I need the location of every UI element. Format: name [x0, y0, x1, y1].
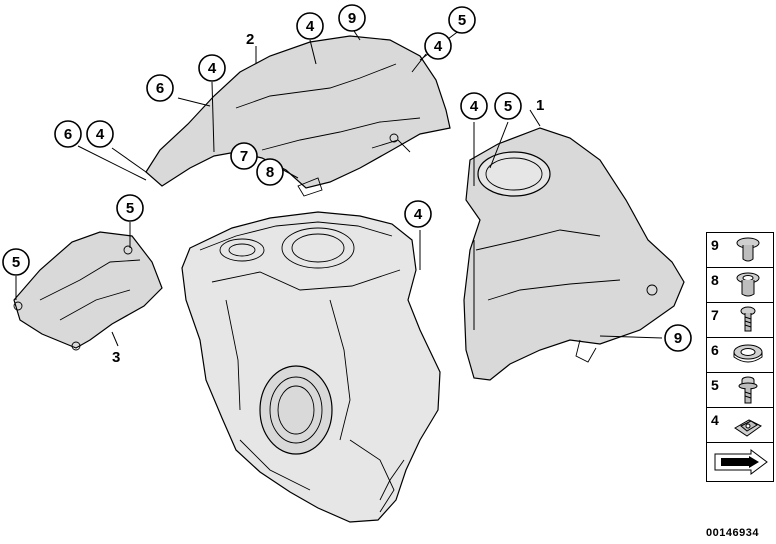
legend-row-8: 8: [706, 267, 774, 303]
legend-row-9: 9: [706, 232, 774, 268]
callout-9-top: 9: [338, 4, 366, 32]
legend-row-6: 6: [706, 337, 774, 373]
callout-6-upper: 6: [146, 74, 174, 102]
arrow-icon: [711, 448, 771, 481]
legend-number: 7: [711, 307, 719, 323]
svg-text:9: 9: [674, 330, 682, 347]
legend-number: 8: [711, 272, 719, 288]
callout-5-top-right: 5: [448, 6, 476, 34]
side-trim-panel-1: [463, 127, 685, 381]
svg-text:9: 9: [348, 10, 356, 27]
svg-text:4: 4: [306, 18, 315, 35]
callout-4-upper: 4: [198, 54, 226, 82]
svg-text:4: 4: [434, 38, 443, 55]
grommet-sleeve-icon: [731, 270, 765, 305]
callout-5-panel-3-left: 5: [2, 248, 30, 276]
callouts: 2 9 4 5 4 6 4 6 4 7 8 4 5 1 5 5 4 3 9: [2, 4, 692, 366]
callout-4-mid-right: 4: [460, 92, 488, 120]
svg-text:6: 6: [156, 80, 164, 97]
legend-number: 9: [711, 237, 719, 253]
callout-9-right: 9: [664, 324, 692, 352]
callout-5-panel-3-top: 5: [116, 194, 144, 222]
callout-2: 2: [246, 31, 254, 48]
callout-4-center: 4: [404, 200, 432, 228]
svg-text:5: 5: [458, 12, 466, 29]
top-cover-panel-2: [145, 35, 451, 197]
svg-text:4: 4: [96, 126, 105, 143]
legend-row-arrow: [706, 442, 774, 482]
side-cover-panel-3: [13, 231, 163, 351]
legend-row-5: 5: [706, 372, 774, 408]
rubber-grommet-icon: [731, 340, 765, 375]
plug-icon: [731, 235, 765, 270]
drawing-number: 00146934: [706, 527, 759, 539]
legend-column: 9 8 7 6 5 4: [706, 232, 774, 482]
legend-row-7: 7: [706, 302, 774, 338]
callout-6-left: 6: [54, 120, 82, 148]
collar-bolt-icon: [731, 375, 765, 410]
callout-8: 8: [256, 158, 284, 186]
svg-text:5: 5: [504, 98, 512, 115]
callout-1: 1: [536, 97, 544, 114]
callout-7: 7: [230, 142, 258, 170]
legend-number: 5: [711, 377, 719, 393]
svg-text:4: 4: [208, 60, 217, 77]
callout-4-top: 4: [296, 12, 324, 40]
callout-4-left: 4: [86, 120, 114, 148]
legend-row-4: 4: [706, 407, 774, 443]
callout-3: 3: [112, 349, 120, 366]
svg-text:5: 5: [126, 200, 134, 217]
svg-text:5: 5: [12, 254, 20, 271]
clip-nut-icon: [731, 410, 765, 445]
svg-text:7: 7: [240, 148, 248, 165]
svg-text:6: 6: [64, 126, 72, 143]
legend-number: 6: [711, 342, 719, 358]
screw-icon: [731, 305, 765, 340]
svg-text:4: 4: [470, 98, 479, 115]
legend-number: 4: [711, 412, 719, 428]
callout-4-top-right: 4: [424, 32, 452, 60]
svg-text:4: 4: [414, 206, 423, 223]
svg-text:8: 8: [266, 164, 274, 181]
fuel-tank: [181, 211, 441, 523]
callout-5-mid-right: 5: [494, 92, 522, 120]
